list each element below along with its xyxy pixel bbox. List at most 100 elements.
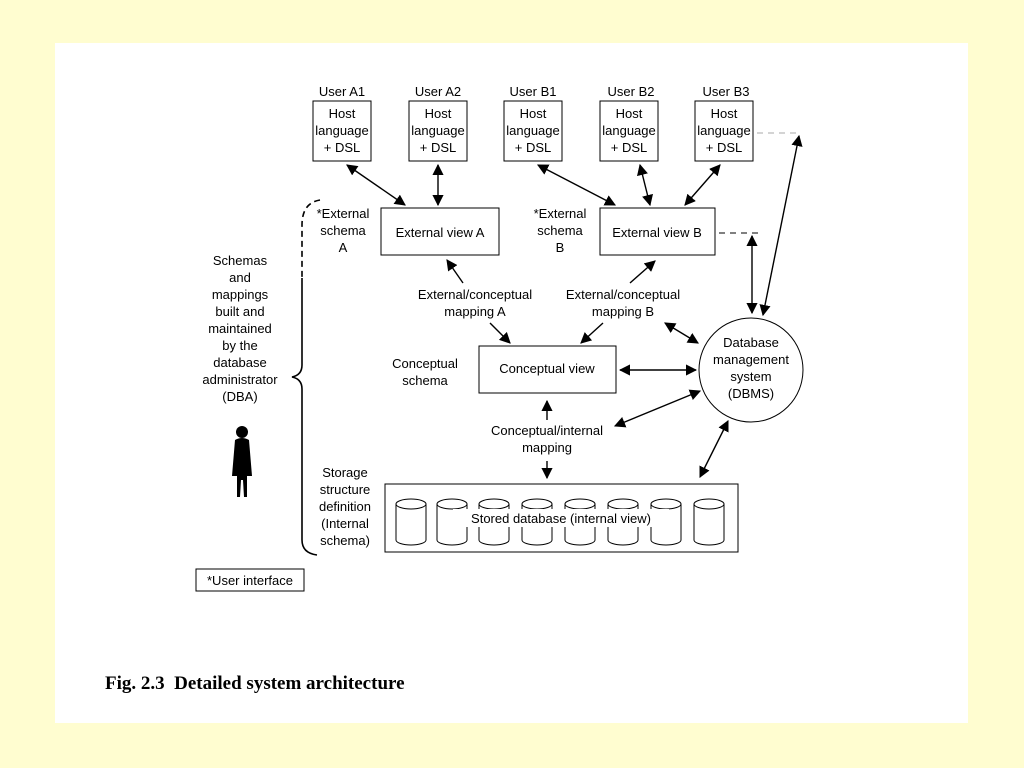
dba-note: Schemas and mappings built and maintaine…	[202, 253, 278, 404]
host-line-2: language	[697, 123, 751, 138]
svg-text:*External: *External	[534, 206, 587, 221]
host-language-box	[503, 100, 563, 162]
arrow-b1-view-b	[537, 164, 616, 206]
svg-text:B: B	[556, 240, 565, 255]
user-a2: User A2 Host language + DSL	[408, 84, 468, 162]
svg-text:mapping B: mapping B	[592, 304, 654, 319]
svg-text:maintained: maintained	[208, 321, 272, 336]
svg-text:Schemas: Schemas	[213, 253, 268, 268]
host-language-box	[694, 100, 754, 162]
user-b2: User B2 Host language + DSL	[599, 84, 659, 162]
svg-text:administrator: administrator	[202, 372, 278, 387]
svg-text:by the: by the	[222, 338, 257, 353]
svg-text:schema: schema	[320, 223, 366, 238]
internal-mapping-label: Conceptual/internal mapping	[491, 423, 603, 455]
user-label: User B1	[510, 84, 557, 99]
svg-text:External/conceptual: External/conceptual	[418, 287, 532, 302]
host-line-3: + DSL	[515, 140, 552, 155]
stored-database-label-bg	[453, 509, 669, 527]
user-label: User A1	[319, 84, 365, 99]
arrow-dbms-mapping-b	[664, 322, 699, 344]
host-line-1: Host	[329, 106, 356, 121]
storage-definition-label: Storage structure definition (Internal s…	[319, 465, 371, 548]
conceptual-view-label: Conceptual view	[499, 361, 595, 376]
arrow-mapping-a-conceptual	[489, 322, 511, 344]
svg-text:*External: *External	[317, 206, 370, 221]
svg-text:and: and	[229, 270, 251, 285]
svg-text:built and: built and	[215, 304, 264, 319]
svg-text:Storage: Storage	[322, 465, 368, 480]
svg-text:structure: structure	[320, 482, 371, 497]
user-a1: User A1 Host language + DSL	[312, 84, 372, 162]
svg-text:(DBA): (DBA)	[222, 389, 257, 404]
svg-text:Conceptual/internal: Conceptual/internal	[491, 423, 603, 438]
external-view-a-box	[380, 207, 500, 256]
host-language-box	[408, 100, 468, 162]
svg-text:(DBMS): (DBMS)	[728, 386, 774, 401]
arrow-view-a-mapping	[446, 259, 464, 284]
user-label: User A2	[415, 84, 461, 99]
dbms-label: Database management system (DBMS)	[713, 335, 789, 401]
user-interface-note-box	[195, 568, 305, 592]
svg-text:Database: Database	[723, 335, 779, 350]
host-language-box	[599, 100, 659, 162]
host-language-box	[312, 100, 372, 162]
host-line-3: + DSL	[420, 140, 457, 155]
svg-text:system: system	[730, 369, 771, 384]
user-b1: User B1 Host language + DSL	[503, 84, 563, 162]
external-view-a-label: External view A	[396, 225, 485, 240]
host-line-2: language	[315, 123, 369, 138]
mapping-a-label: External/conceptual mapping A	[418, 287, 532, 319]
svg-text:schema): schema)	[320, 533, 370, 548]
host-line-1: Host	[711, 106, 738, 121]
external-view-b-label: External view B	[612, 225, 702, 240]
dba-person-icon	[232, 426, 252, 497]
slide: User A1 Host language + DSL User A2 Host…	[55, 43, 968, 723]
dbms-circle	[698, 317, 804, 423]
svg-text:schema: schema	[537, 223, 583, 238]
schema-bracket	[291, 278, 318, 556]
host-line-1: Host	[425, 106, 452, 121]
svg-text:mappings: mappings	[212, 287, 269, 302]
host-line-1: Host	[616, 106, 643, 121]
arrow-view-b-mapping	[629, 260, 656, 284]
conceptual-view-box	[478, 345, 617, 394]
user-label: User B3	[703, 84, 750, 99]
mapping-b-label: External/conceptual mapping B	[566, 287, 680, 319]
user-label: User B2	[608, 84, 655, 99]
svg-text:External/conceptual: External/conceptual	[566, 287, 680, 302]
arrow-a1-view-a	[346, 164, 406, 206]
arrow-dbms-users	[759, 134, 803, 317]
svg-text:schema: schema	[402, 373, 448, 388]
svg-text:database: database	[213, 355, 267, 370]
cylinder-icon	[395, 498, 427, 546]
svg-text:definition: definition	[319, 499, 371, 514]
host-line-2: language	[506, 123, 560, 138]
conceptual-schema-label: Conceptual schema	[392, 356, 458, 388]
host-line-3: + DSL	[706, 140, 743, 155]
svg-text:management: management	[713, 352, 789, 367]
arrow-mapping-b-conceptual	[580, 322, 604, 344]
external-schema-a-label: *External schema A	[317, 206, 370, 255]
host-line-3: + DSL	[611, 140, 648, 155]
svg-text:Conceptual: Conceptual	[392, 356, 458, 371]
svg-text:mapping: mapping	[522, 440, 572, 455]
arrow-dbms-storage	[699, 419, 729, 479]
svg-text:(Internal: (Internal	[321, 516, 369, 531]
stored-database-label: Stored database (internal view)	[471, 511, 651, 526]
svg-text:A: A	[339, 240, 348, 255]
arrow-b2-view-b	[637, 163, 653, 207]
figure-caption: Fig. 2.3 Detailed system architecture	[105, 673, 405, 694]
cylinder-icon	[693, 498, 725, 546]
host-line-2: language	[411, 123, 465, 138]
svg-text:mapping A: mapping A	[444, 304, 506, 319]
external-view-b-box	[599, 207, 716, 256]
user-b3: User B3 Host language + DSL	[694, 84, 754, 162]
schema-bracket-dashed	[301, 199, 321, 278]
arrow-b3-view-b	[684, 164, 721, 206]
architecture-diagram: User A1 Host language + DSL User A2 Host…	[195, 84, 804, 592]
external-schema-b-label: *External schema B	[534, 206, 587, 255]
arrow-dbms-internal-mapping	[613, 389, 702, 428]
host-line-1: Host	[520, 106, 547, 121]
host-line-3: + DSL	[324, 140, 361, 155]
